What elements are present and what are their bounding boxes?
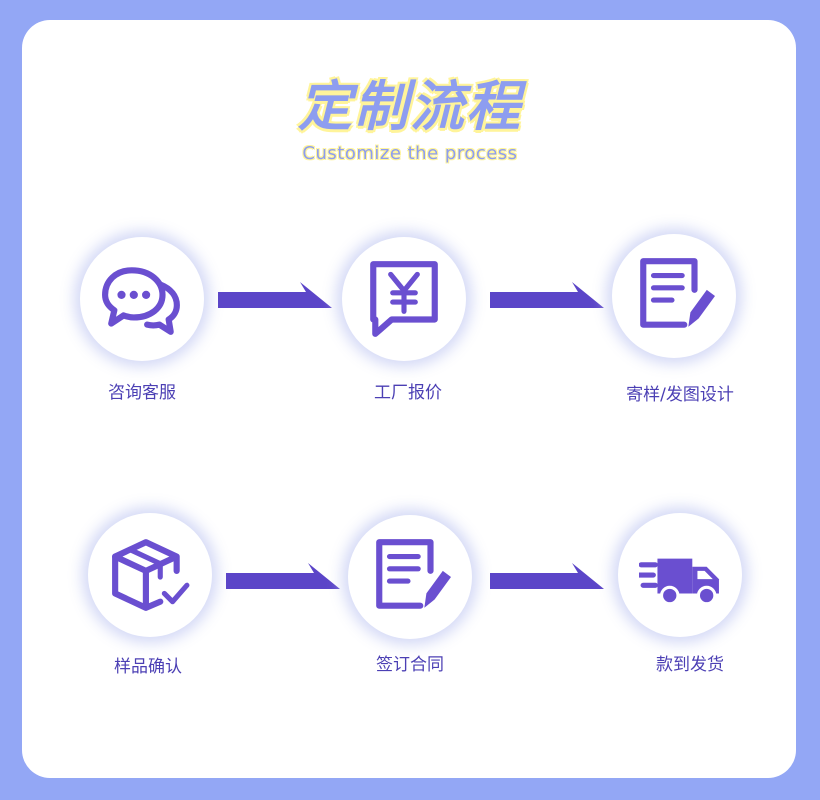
box-check-icon bbox=[112, 539, 190, 611]
page-subtitle: Customize the process bbox=[302, 143, 518, 164]
step-1-circle bbox=[80, 237, 204, 361]
step-4-label: 样品确认 bbox=[114, 657, 182, 677]
step-2-circle bbox=[342, 237, 466, 361]
delivery-truck-icon bbox=[639, 558, 719, 606]
step-5-label: 签订合同 bbox=[376, 655, 444, 675]
page-title: 定制流程 bbox=[298, 75, 522, 138]
step-4-circle bbox=[88, 513, 212, 637]
step-5-circle bbox=[348, 515, 472, 639]
step-1-label: 咨询客服 bbox=[108, 383, 176, 403]
contract-pencil-icon bbox=[376, 539, 451, 609]
document-pencil-icon bbox=[640, 258, 715, 328]
step-3-circle bbox=[612, 234, 736, 358]
arrow-right-icon bbox=[490, 282, 604, 308]
chat-bubbles-icon bbox=[102, 267, 180, 335]
arrow-right-icon bbox=[490, 563, 604, 589]
step-6-label: 款到发货 bbox=[656, 655, 724, 675]
step-6-circle bbox=[618, 513, 742, 637]
arrow-right-icon bbox=[218, 282, 332, 308]
content-card bbox=[22, 20, 796, 778]
step-2-label: 工厂报价 bbox=[374, 383, 442, 403]
arrow-right-icon bbox=[226, 563, 340, 589]
yen-quote-icon bbox=[370, 261, 438, 337]
step-3-label: 寄样/发图设计 bbox=[626, 385, 734, 405]
